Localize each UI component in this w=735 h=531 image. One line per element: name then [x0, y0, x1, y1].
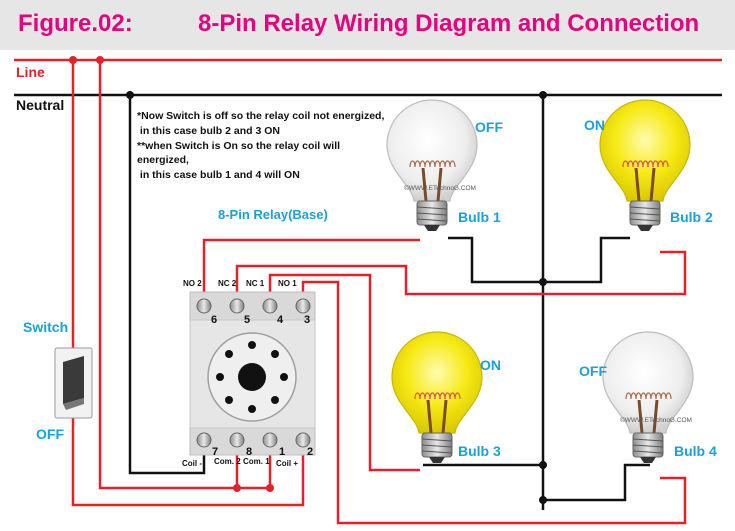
pin-number: 3: [304, 314, 310, 326]
pin-label-com1: Com. 1: [243, 457, 270, 466]
pin-label-nc1: NC 1: [246, 279, 265, 288]
pin-number: 8: [246, 446, 252, 458]
wall-switch-icon: [54, 347, 93, 419]
relay-title: 8-Pin Relay(Base): [218, 207, 328, 222]
bulb-name: Bulb 2: [670, 209, 713, 225]
bulb-4: ©WWW.ETechnoG.COM Bulb 4 OFF: [579, 331, 717, 463]
filament: [409, 160, 456, 168]
filament-support: [421, 167, 443, 202]
switch-state: OFF: [36, 426, 64, 442]
neutral-label: Neutral: [16, 97, 64, 113]
bulb-state: OFF: [579, 363, 607, 379]
pin-label-no1: NO 1: [278, 279, 297, 288]
line-wiring: [71, 60, 687, 525]
bulb-1: ©WWW.ETechnoG.COM Bulb 1 OFF: [386, 99, 503, 231]
figure-number: Figure.02:: [18, 10, 133, 37]
pin-number: 5: [244, 314, 250, 326]
junction-dot: [266, 484, 274, 492]
pin-number: 2: [307, 446, 313, 458]
bulb-watermark: ©WWW.ETechnoG.COM: [620, 416, 692, 424]
pin-number: 7: [212, 446, 218, 458]
bulb-name: Bulb 4: [674, 443, 717, 459]
bulb-state: ON: [584, 117, 605, 133]
pin-label-coil-minus: Coil -: [182, 459, 202, 468]
bulb-2: Bulb 2 ON: [584, 99, 713, 231]
filament: [414, 392, 461, 400]
diagram-title: 8-Pin Relay Wiring Diagram and Connectio…: [198, 10, 700, 37]
bulb-glass: [602, 331, 694, 434]
note-line: in this case bulb 2 and 3 ON: [137, 125, 280, 137]
bulb-glass: [391, 331, 483, 434]
pin-number: 1: [279, 446, 285, 458]
note-line: **when Switch is On so the relay coil wi…: [137, 140, 340, 152]
pin-number: 6: [211, 314, 217, 326]
bulb-name: Bulb 1: [458, 209, 501, 225]
switch-label: Switch: [23, 319, 68, 335]
bulb-name: Bulb 3: [458, 443, 501, 459]
pin-label-no2: NO 2: [183, 279, 202, 288]
neutral-wiring: [128, 95, 650, 510]
header-bar: Figure.02: 8-Pin Relay Wiring Diagram an…: [0, 0, 735, 50]
relay-base: [189, 291, 316, 456]
relay-key-hole: [238, 363, 266, 391]
pin-number: 4: [277, 314, 284, 326]
relay-top-screws: [196, 298, 311, 314]
bulb-glass: [599, 99, 691, 202]
junction-dot: [539, 278, 547, 286]
junction-dot: [233, 484, 241, 492]
bulb-tip: [640, 457, 656, 463]
bulb-tip: [424, 225, 440, 231]
relay-pin-holes: [216, 341, 288, 413]
bulb-state: OFF: [475, 119, 503, 135]
bulb-glass: [386, 99, 478, 202]
bulb-watermark: ©WWW.ETechnoG.COM: [404, 184, 476, 192]
filament: [622, 160, 669, 168]
relay-bottom-screws: [196, 432, 311, 448]
bulb-state: ON: [480, 357, 501, 373]
filament-support: [426, 399, 448, 434]
filament: [625, 392, 672, 400]
filament-support: [637, 399, 659, 434]
line-label: Line: [16, 64, 45, 80]
filament-support: [634, 167, 656, 202]
pin-label-nc2: NC 2: [218, 279, 237, 288]
note-line: energized,: [137, 154, 189, 166]
junction-dot: [539, 496, 547, 504]
bulb-tip: [637, 225, 653, 231]
bulb-tip: [429, 457, 445, 463]
junction-dot: [539, 461, 547, 469]
pin-label-com2: Com. 2: [214, 457, 241, 466]
pin-label-coil-plus: Coil +: [276, 459, 298, 468]
bulb-3: Bulb 3 ON: [391, 331, 501, 463]
note-line: *Now Switch is off so the relay coil not…: [137, 110, 384, 122]
notes: *Now Switch is off so the relay coil not…: [137, 110, 384, 181]
note-line: in this case bulb 1 and 4 will ON: [137, 169, 300, 181]
